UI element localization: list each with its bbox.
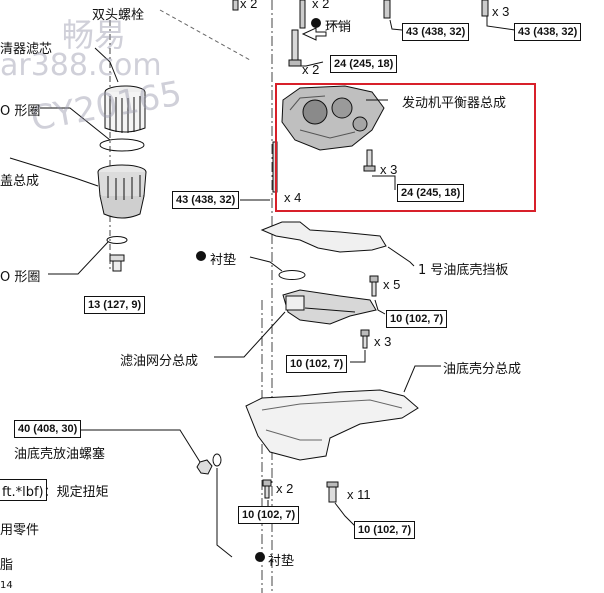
ring-pin-arrow xyxy=(301,27,327,41)
balancer-bolt-short xyxy=(363,149,376,172)
qty-strainer-x3: x 3 xyxy=(374,334,392,349)
leader-oring-top xyxy=(40,107,111,141)
label-strainer-assy: 滤油网分总成 xyxy=(120,354,199,369)
leader-drain-plug xyxy=(80,429,201,463)
oil-pan xyxy=(245,389,419,461)
label-oil-pan-assy: 油底壳分总成 xyxy=(443,362,522,377)
strainer-bolt xyxy=(360,329,370,349)
qty-bolt-x2: x 2 xyxy=(302,62,320,77)
torque-box-43-c: 43 (438, 32) xyxy=(172,191,240,209)
qty-baffle-x5: x 5 xyxy=(383,277,401,292)
label-balancer-assy: 发动机平衡器总成 xyxy=(402,96,507,111)
label-filter-element: 清器滤芯 xyxy=(0,42,53,57)
leader-pan xyxy=(403,365,441,393)
watermark-2: ar388.com xyxy=(0,48,162,83)
leader-strainer xyxy=(214,311,286,358)
qty-balancer-x3: x 3 xyxy=(380,162,398,177)
bullet-ring-pin xyxy=(311,18,321,28)
drain-gasket xyxy=(212,453,222,467)
drain-plug-small xyxy=(109,254,125,272)
qty-top-x3: x 3 xyxy=(492,4,510,19)
torque-box-13: 13 (127, 9) xyxy=(84,296,146,314)
pan-bolt-left xyxy=(262,479,272,499)
bullet-gasket-2 xyxy=(255,552,265,562)
label-double-head-bolt: 双头螺栓 xyxy=(92,8,145,23)
label-bottom-note-1: 脂 xyxy=(0,558,14,573)
leader-balancer-bolt xyxy=(372,175,396,190)
leader-filter xyxy=(94,47,119,83)
pan-bolt-right xyxy=(326,481,339,503)
leader-gasket-1 xyxy=(249,256,283,272)
torque-box-10-b: 10 (102, 7) xyxy=(286,355,348,373)
label-o-ring-top: O 形圈 xyxy=(0,104,41,119)
torque-box-10-c: 10 (102, 7) xyxy=(238,506,300,524)
balancer-assembly-shape xyxy=(281,85,385,151)
center-line-4 xyxy=(159,9,251,61)
o-ring-small xyxy=(106,236,128,244)
top-stud-right xyxy=(481,0,489,17)
label-o-ring-bottom: O 形圈 xyxy=(0,270,41,285)
leader-oring-bottom xyxy=(48,241,109,275)
balancer-highlight-box xyxy=(275,83,536,212)
qty-pan-x2: x 2 xyxy=(276,481,294,496)
gasket-ring xyxy=(278,270,306,280)
top-bolt-1 xyxy=(232,0,239,11)
label-torque-legend: ft.*lbf)：规定扭矩 xyxy=(2,485,109,500)
leader-gasket-2 xyxy=(216,468,233,558)
watermark-1: 畅易 xyxy=(62,16,127,54)
drain-plug xyxy=(196,459,213,475)
label-drain-plug: 油底壳放油螺塞 xyxy=(14,447,106,462)
leader-baffle xyxy=(387,246,415,267)
qty-top-x2-b: x 2 xyxy=(312,0,330,11)
baffle-bolt xyxy=(369,275,379,297)
label-baffle-plate: 1 号油底壳挡板 xyxy=(418,263,509,278)
leader-pan-bolt-right xyxy=(334,502,357,528)
leader-baffle-bolt xyxy=(374,299,386,315)
torque-box-43-a: 43 (438, 32) xyxy=(402,23,470,41)
torque-box-40: 40 (408, 30) xyxy=(14,420,82,438)
top-bolt-2 xyxy=(299,0,306,29)
leader-strainer-bolt xyxy=(350,350,366,363)
top-stud-left xyxy=(383,0,391,19)
o-ring-top xyxy=(99,138,145,152)
label-bottom-note-2: 14 xyxy=(0,580,13,591)
torque-box-24-b: 24 (245, 18) xyxy=(397,184,465,202)
qty-balancer-x4: x 4 xyxy=(284,190,302,205)
label-cover-assy: 盖总成 xyxy=(0,174,40,189)
label-gasket-1: 衬垫 xyxy=(210,253,237,268)
qty-top-x2-a: x 2 xyxy=(240,0,258,11)
oil-filter-cover xyxy=(97,164,147,219)
torque-box-43-b: 43 (438, 32) xyxy=(514,23,582,41)
leader-top-right xyxy=(486,16,516,31)
oil-filter-element xyxy=(104,85,146,133)
leader-long-bolt xyxy=(298,61,324,67)
long-bolt xyxy=(288,29,302,67)
qty-pan-x11: x 11 xyxy=(347,487,371,502)
torque-box-10-d: 10 (102, 7) xyxy=(354,521,416,539)
bullet-gasket-1 xyxy=(196,251,206,261)
torque-legend-box xyxy=(0,479,47,501)
label-ring-pin: 环销 xyxy=(325,20,352,35)
leader-top-left xyxy=(389,19,403,31)
leader-cover xyxy=(9,157,99,187)
torque-box-24-a: 24 (245, 18) xyxy=(330,55,398,73)
label-parts-note: 用零件 xyxy=(0,523,40,538)
oil-strainer xyxy=(282,289,377,325)
torque-box-10-a: 10 (102, 7) xyxy=(386,310,448,328)
label-gasket-2: 衬垫 xyxy=(268,554,295,569)
baffle-plate xyxy=(260,221,387,253)
